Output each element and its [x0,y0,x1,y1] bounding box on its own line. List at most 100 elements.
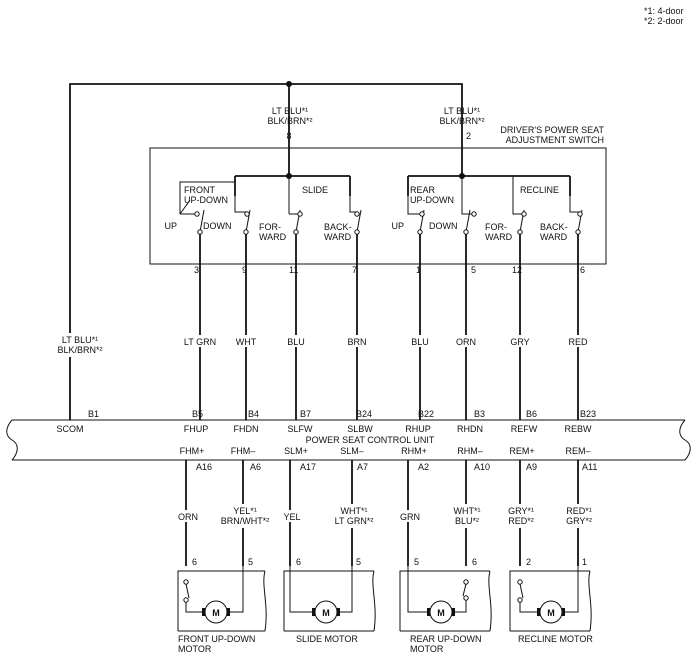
cu-signal-fhdn: FHDN [234,424,259,434]
motor-wire-color-rem-minus-1: RED*¹ [566,506,592,516]
switch-pin-3: 3 [194,265,199,275]
footnote-4door: *1: 4-door [644,6,684,16]
front-motor-name-2: MOTOR [178,644,212,654]
switch-pin-12: 12 [512,265,522,275]
switch-pin-1: 1 [416,265,421,275]
rear-up-down-motor [399,566,492,632]
cu-pin-b23: B23 [580,409,596,419]
cu-signal-slbw: SLBW [347,424,373,434]
wire-color-rhup: BLU [411,337,429,347]
wire-color-fhdn: WHT [236,337,257,347]
wire-color-slfw: BLU [287,337,305,347]
cu-signal-fhm-plus: FHM+ [180,446,205,456]
switch-slide-backward-label-1: BACK- [324,222,352,232]
switch-slide-backward-label-2: WARD [324,232,352,242]
front-up-down-motor [177,566,267,632]
feed-wire-2-label-2: BLK/BRN*² [439,116,484,126]
cu-signal-slm-plus: SLM+ [284,446,308,456]
wire-color-slbw: BRN [347,337,366,347]
motor-wire-color-rem-minus-2: GRY*² [566,516,592,526]
motor-wire-color-fhm-minus-1: YEL*¹ [233,506,257,516]
cu-pin-a10: A10 [474,462,490,472]
front-motor-symbol: M [212,608,220,618]
switch-group-front-title-2: UP-DOWN [184,195,228,205]
recline-motor [509,566,592,632]
rear-motor-symbol: M [437,608,445,618]
motor-pin-slide-plus: 6 [296,557,301,567]
cu-pin-a6: A6 [250,462,261,472]
cu-pin-a17: A17 [300,462,316,472]
feed-wire-2-pin: 2 [466,131,471,141]
switch-group-rear-title-1: REAR [410,185,436,195]
switch-rear-up-label: UP [391,221,404,231]
slide-motor-name: SLIDE MOTOR [296,634,358,644]
power-seat-switch-box [149,147,607,265]
cu-pin-b3: B3 [474,409,485,419]
cu-pin-b24: B24 [356,409,372,419]
motor-pin-rear-plus: 5 [414,557,419,567]
switch-group-recline [512,176,583,235]
cu-signal-fhup: FHUP [184,424,209,434]
cu-signal-rhm-minus: RHM– [457,446,483,456]
footnote-2door: *2: 2-door [644,16,684,26]
motor-pin-slide-minus: 5 [356,557,361,567]
rear-motor-name-1: REAR UP-DOWN [410,634,482,644]
cu-pin-b1: B1 [88,409,99,419]
motor-pin-front-minus: 5 [248,557,253,567]
switch-group-rear-title-2: UP-DOWN [410,195,454,205]
front-motor-name-1: FRONT UP-DOWN [178,634,255,644]
switch-pin-7: 7 [352,265,357,275]
switch-recline-forward-label-2: WARD [485,232,513,242]
cu-signal-fhm-minus: FHM– [231,446,256,456]
scom-wire-label-1: LT BLU*¹ [62,335,98,345]
switch-rear-down-label: DOWN [429,221,458,231]
switch-group-front-title-1: FRONT [184,185,215,195]
cu-pin-b4: B4 [248,409,259,419]
recline-motor-symbol: M [547,608,555,618]
slide-motor [283,566,376,632]
cu-pin-a16: A16 [196,462,212,472]
cu-signal-rhup: RHUP [405,424,431,434]
slide-motor-symbol: M [322,608,330,618]
motor-wire-color-fhm-minus-2: BRN/WHT*² [221,516,270,526]
motor-wire-color-slm-minus-2: LT GRN*² [335,516,374,526]
wire-color-refw: GRY [510,337,529,347]
cu-signal-slfw: SLFW [287,424,313,434]
switch-recline-forward-label-1: FOR- [485,222,507,232]
cu-pin-b5: B5 [192,409,203,419]
cu-signal-rebw: REBW [565,424,593,434]
scom-wire-label-2: BLK/BRN*² [57,345,102,355]
switch-output-wires [199,234,579,420]
cu-pin-a7: A7 [357,462,368,472]
switch-pin-9: 9 [242,265,247,275]
motor-wire-color-slm-plus: YEL [283,512,300,522]
motor-pin-recline-plus: 2 [526,557,531,567]
power-seat-control-unit [6,419,691,461]
switch-box-title-1: DRIVER'S POWER SEAT [500,125,604,135]
cu-signal-rem-minus: REM– [565,446,590,456]
motor-pin-front-plus: 6 [192,557,197,567]
switch-pin-11: 11 [289,265,298,275]
switch-group-recline-title: RECLINE [520,185,559,195]
feed-wire-network [69,81,463,412]
recline-motor-name: RECLINE MOTOR [518,634,593,644]
motor-pin-recline-minus: 1 [582,557,587,567]
wire-color-fhup: LT GRN [184,337,216,347]
motor-wire-color-fhm-plus: ORN [178,512,198,522]
cu-pin-a2: A2 [418,462,429,472]
motor-wire-color-rem-plus-1: GRY*¹ [508,506,534,516]
switch-wire-label-backing [170,335,592,347]
cu-signal-slm-minus: SLM– [340,446,364,456]
feed-wire-8-label-1: LT BLU*¹ [272,106,308,116]
switch-box-title-2: ADJUSTMENT SWITCH [506,135,604,145]
motor-wire-color-rhm-plus: GRN [400,512,420,522]
switch-group-slide [288,176,362,235]
motor-wire-color-rhm-minus-2: BLU*² [455,516,479,526]
switch-recline-backward-label-1: BACK- [540,222,568,232]
cu-signal-rem-plus: REM+ [509,446,534,456]
cu-signal-scom: SCOM [57,424,84,434]
switch-recline-backward-label-2: WARD [540,232,568,242]
switch-group-front-up-down [179,181,251,235]
switch-internal-bus [234,148,571,196]
